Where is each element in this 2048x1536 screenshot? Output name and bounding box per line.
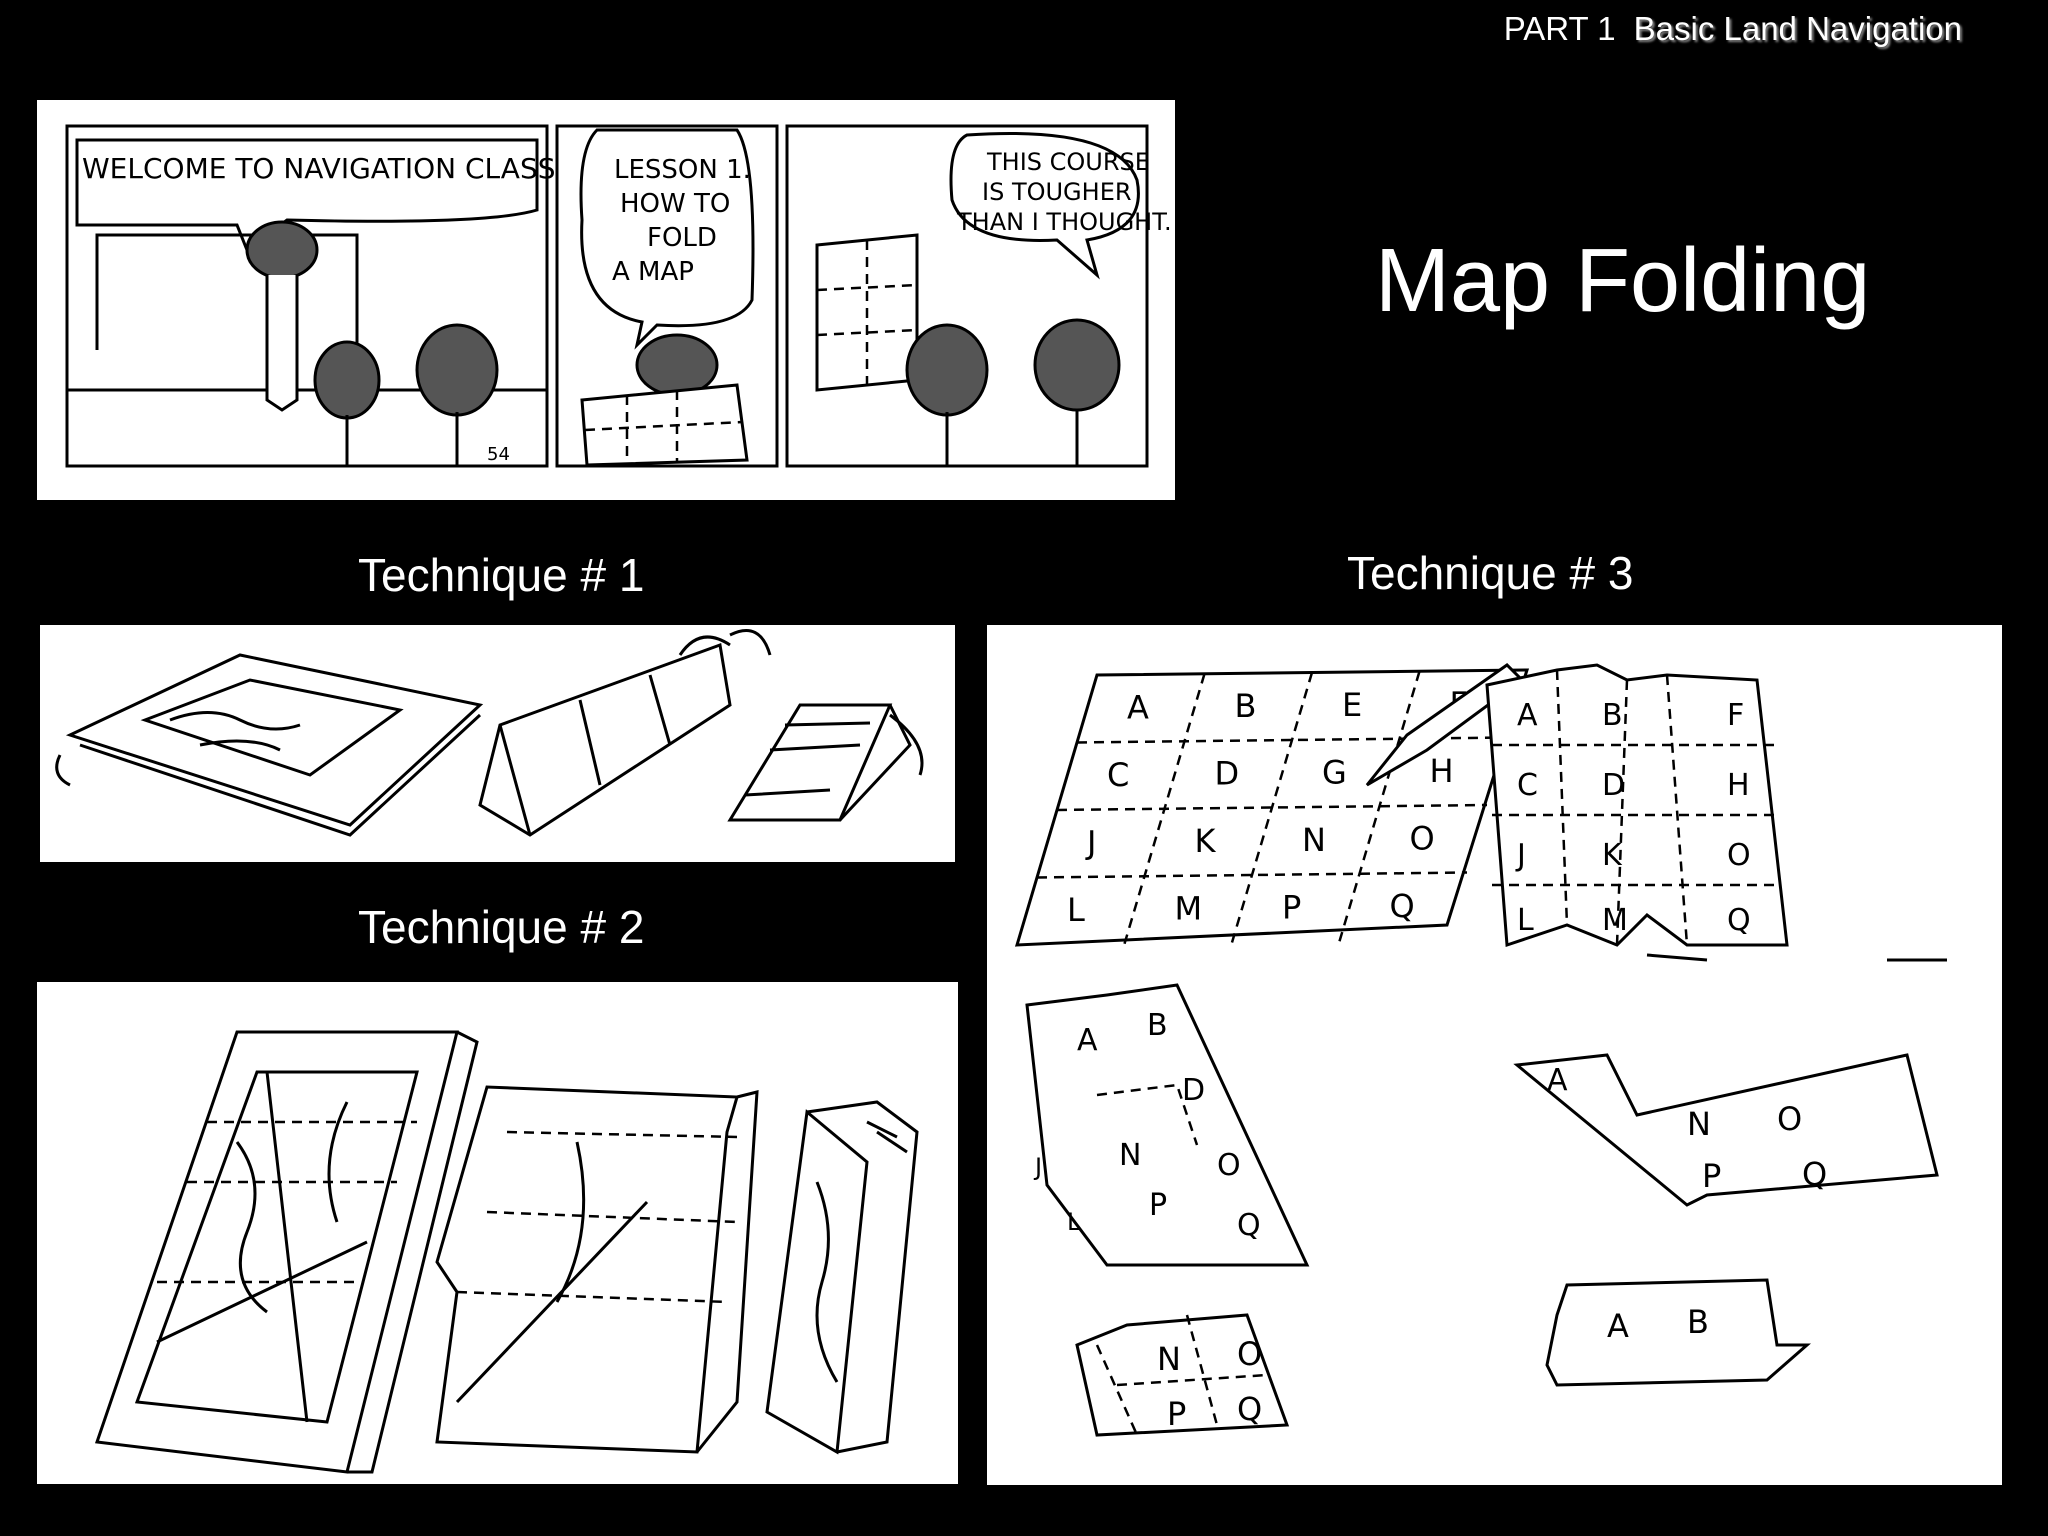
comic-text-lesson-line4: A MAP (612, 257, 694, 287)
t3-grid-letter: P (1282, 888, 1301, 926)
t3-step3-q: Q (1237, 1390, 1262, 1428)
technique-2-illustration (37, 982, 958, 1484)
t3-grid-letter: E (1342, 686, 1362, 724)
t3-accordion-letter: Q (1727, 903, 1751, 938)
t3-grid-hline (1036, 871, 1468, 879)
t3-grid-letter: K (1195, 822, 1217, 860)
t3-accordion-letter: D (1602, 768, 1625, 803)
t3-step2-p: P (1702, 1157, 1721, 1195)
t3-step3-n: N (1157, 1340, 1181, 1378)
t3-step2-q: Q (1802, 1155, 1827, 1193)
comic-text-lesson-line3: FOLD (647, 223, 717, 253)
section-label: Basic Land Navigation (1633, 10, 1962, 47)
t3-grid-letter: J (1085, 823, 1096, 861)
t3-grid-letter: C (1107, 756, 1129, 794)
t3-accordion-fold (1555, 669, 1569, 926)
technique-1-label: Technique # 1 (358, 549, 645, 601)
comic-text-lesson-line1: LESSON 1. (614, 155, 751, 185)
t3-step1-n: N (1119, 1138, 1141, 1173)
t3-step2-n: N (1687, 1105, 1711, 1143)
comic-text-course-line2: IS TOUGHER (982, 178, 1132, 206)
t3-grid-vline (1230, 672, 1314, 943)
t3-step1-l: L (1067, 1208, 1081, 1236)
t3-step1-o: O (1217, 1148, 1241, 1183)
t3-step4-b: B (1687, 1303, 1709, 1341)
t3-step1-j: J (1033, 1153, 1042, 1181)
t3-step1-d: D (1182, 1073, 1205, 1108)
comic-text-welcome: WELCOME TO NAVIGATION CLASS (82, 152, 556, 185)
t3-grid-letter: N (1302, 821, 1326, 859)
t3-grid-letter: M (1175, 890, 1203, 928)
t3-accordion-letter: C (1517, 768, 1538, 803)
comic-strip: WELCOME TO NAVIGATION CLASS 54 LESSON 1.… (37, 100, 1175, 500)
comic-text-course-line1: THIS COURSE (986, 148, 1150, 176)
t3-grid-letter: Q (1390, 887, 1415, 925)
t3-grid-hline (1056, 803, 1488, 812)
t3-step1-p: P (1149, 1188, 1167, 1223)
t3-accordion-letter: K (1602, 838, 1623, 873)
t3-step3-o: O (1237, 1335, 1262, 1373)
t3-grid-letter: O (1410, 820, 1435, 858)
t3-accordion-letter: H (1727, 768, 1750, 803)
t3-accordion-fold (1665, 674, 1689, 946)
t3-step1-q: Q (1237, 1208, 1261, 1243)
t3-grid-letter: L (1067, 891, 1085, 929)
t3-grid-letter: D (1215, 755, 1240, 793)
t3-step4-a: A (1607, 1307, 1629, 1345)
technique-3-label: Technique # 3 (1347, 547, 1634, 599)
t3-step1-a: A (1077, 1023, 1098, 1058)
t3-accordion-letter: F (1727, 698, 1744, 733)
part-label: PART 1 (1503, 10, 1616, 47)
comic-text-course-line3: THAN I THOUGHT. (956, 208, 1172, 236)
comic-text-lesson-line2: HOW TO (620, 189, 730, 219)
technique-1-illustration (40, 625, 955, 862)
slide-header: PART 1 Basic Land Navigation (1504, 10, 1962, 48)
t3-accordion-letter: L (1517, 903, 1534, 938)
slide-title: Map Folding (1375, 231, 1871, 331)
t3-grid-letter: B (1235, 687, 1257, 725)
comic-strip-number: 54 (487, 444, 510, 465)
technique-2-label: Technique # 2 (358, 901, 645, 953)
t3-grid-letter: G (1322, 753, 1347, 791)
t3-grid-vline (1338, 670, 1421, 942)
t3-step2-o: O (1777, 1100, 1802, 1138)
t3-accordion-letter: A (1517, 698, 1538, 733)
t3-step3-p: P (1167, 1395, 1186, 1433)
t3-step2-a: A (1547, 1063, 1568, 1098)
t3-accordion-letter: B (1602, 698, 1623, 733)
t3-grid-letter: A (1127, 688, 1149, 726)
t3-step1-b: B (1147, 1008, 1168, 1043)
t3-accordion-letter: J (1515, 838, 1526, 873)
t3-grid-letter: H (1430, 752, 1454, 790)
t3-accordion-letter: M (1602, 903, 1628, 938)
t3-accordion-letter: O (1727, 838, 1751, 873)
